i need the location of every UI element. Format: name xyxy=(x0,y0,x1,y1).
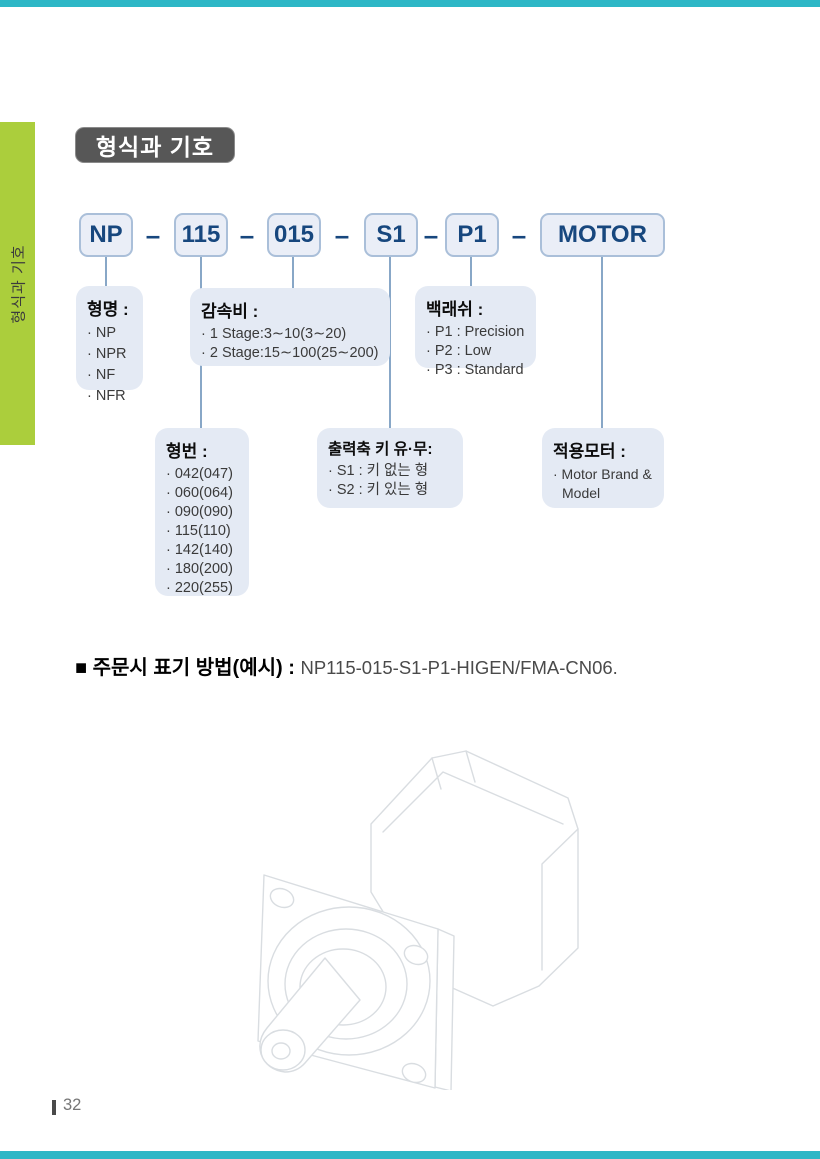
callout-item: · NF xyxy=(87,367,116,383)
code-segment-motor: MOTOR xyxy=(540,213,665,257)
code-segment-series: NP xyxy=(79,213,133,257)
bottom-accent-bar xyxy=(0,1151,820,1159)
connector-line-shaft-key xyxy=(389,257,391,428)
callout-frame-size: 형번 : · 042(047) · 060(064) · 090(090) · … xyxy=(155,428,249,596)
callout-item: · S2 : 키 있는 형 xyxy=(328,482,429,498)
page-number: 32 xyxy=(63,1096,82,1114)
callout-title: 출력축 키 유·무: xyxy=(328,441,433,458)
callout-item: · 060(064) xyxy=(166,485,233,501)
code-separator: – xyxy=(239,219,255,250)
callout-item: · 220(255) xyxy=(166,580,233,596)
callout-item: · 142(140) xyxy=(166,542,233,558)
callout-title: 감속비 : xyxy=(201,302,259,321)
callout-item: · NPR xyxy=(87,346,127,362)
connector-line-ratio xyxy=(292,257,294,290)
connector-line-series xyxy=(105,257,107,288)
code-separator: – xyxy=(334,219,350,250)
gearbox-line-drawing xyxy=(257,750,579,1090)
section-side-tab: 형식과 기호 xyxy=(0,122,35,445)
callout-item: · 115(110) xyxy=(166,523,231,539)
order-note: ■ 주문시 표기 방법(예시) : NP115-015-S1-P1-HIGEN/… xyxy=(75,651,618,680)
callout-item: · P2 : Low xyxy=(426,343,492,359)
callout-item: · P3 : Standard xyxy=(426,362,524,378)
callout-model-name: 형명 : · NP · NPR · NF · NFR xyxy=(76,286,143,404)
side-tab-label: 형식과 기호 xyxy=(10,243,27,324)
connector-line-backlash xyxy=(470,257,472,288)
order-note-label: ■ 주문시 표기 방법(예시) : xyxy=(75,657,301,679)
order-note-value: NP115-015-S1-P1-HIGEN/FMA-CN06. xyxy=(300,657,618,678)
code-separator: – xyxy=(145,219,161,250)
top-accent-bar xyxy=(0,0,820,7)
callout-reduction-ratio: 감속비 : · 1 Stage:3∼10(3∼20) · 2 Stage:15∼… xyxy=(190,288,390,366)
callout-title: 백래쉬 : xyxy=(426,300,484,319)
callout-title: 형명 : xyxy=(87,300,129,319)
callout-item: · Motor Brand & Model xyxy=(553,466,652,501)
code-separator: – xyxy=(511,219,527,250)
callout-applicable-motor: 적용모터 : · Motor Brand & Model xyxy=(542,428,664,508)
callout-item: · NP xyxy=(87,325,116,341)
code-segment-ratio: 015 xyxy=(267,213,321,257)
callout-item: · P1 : Precision xyxy=(426,324,525,340)
code-segment-shaft-key: S1 xyxy=(364,213,418,257)
code-segment-frame: 115 xyxy=(174,213,228,257)
code-separator: – xyxy=(423,219,439,250)
callout-output-shaft-key: 출력축 키 유·무: · S1 : 키 없는 형 · S2 : 키 있는 형 xyxy=(317,428,463,508)
callout-item: · 180(200) xyxy=(166,561,233,577)
callout-backlash: 백래쉬 : · P1 : Precision · P2 : Low · P3 :… xyxy=(415,286,536,378)
connector-line-motor xyxy=(601,257,603,428)
callout-item: · 042(047) xyxy=(166,466,233,482)
page-title: 형식과 기호 xyxy=(75,127,235,163)
callout-title: 형번 : xyxy=(166,442,208,461)
callout-item: · 090(090) xyxy=(166,504,233,520)
callout-item: · 1 Stage:3∼10(3∼20) xyxy=(201,326,347,342)
callout-item: · NFR xyxy=(87,388,126,404)
page-number-bar xyxy=(52,1100,56,1115)
callout-title: 적용모터 : xyxy=(553,442,626,461)
callout-item: · S1 : 키 없는 형 xyxy=(328,463,429,479)
code-segment-backlash: P1 xyxy=(445,213,499,257)
callout-item: · 2 Stage:15∼100(25∼200) xyxy=(201,345,379,361)
